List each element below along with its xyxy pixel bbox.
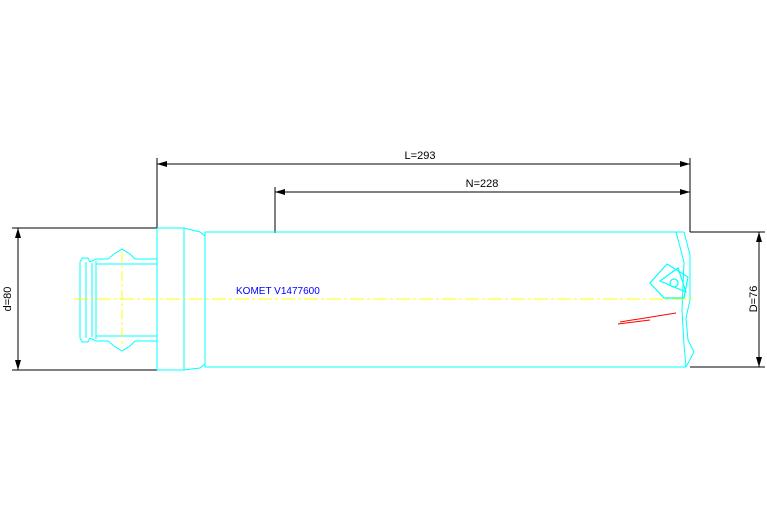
cutting-edge-line-1 [619, 312, 677, 323]
body-front-face-inner [675, 231, 687, 368]
dimension-lines [12, 158, 765, 371]
shank-diameter-label: d=80 [2, 287, 14, 312]
body-front-face [683, 231, 695, 368]
triangular-insert-icon [649, 263, 689, 299]
d-arrow-top [15, 228, 21, 238]
cutting-edge-mark [617, 312, 677, 325]
tool-body [205, 231, 695, 368]
l-arrow-right [680, 161, 690, 167]
n-arrow-right [680, 189, 690, 195]
cutting-edge-line-2 [617, 319, 651, 325]
part-label: KOMET V1477600 [236, 286, 320, 297]
coupling-profile [79, 248, 157, 352]
n-arrow-left [275, 189, 285, 195]
d-arrow-bottom [15, 360, 21, 370]
l-arrow-left [157, 161, 167, 167]
insert-outer [649, 263, 689, 299]
body-length-label: N=228 [466, 178, 499, 190]
tool-outline [79, 227, 695, 371]
coupling-shank [79, 248, 157, 352]
dimension-arrowheads [15, 161, 762, 370]
dd-arrow-top [756, 232, 762, 242]
overall-length-label: L=293 [405, 150, 436, 162]
cutting-diameter-label: D=76 [748, 286, 760, 313]
insert-triangle [658, 267, 687, 294]
dd-arrow-bottom [756, 357, 762, 367]
insert-screw-hole [669, 278, 679, 288]
